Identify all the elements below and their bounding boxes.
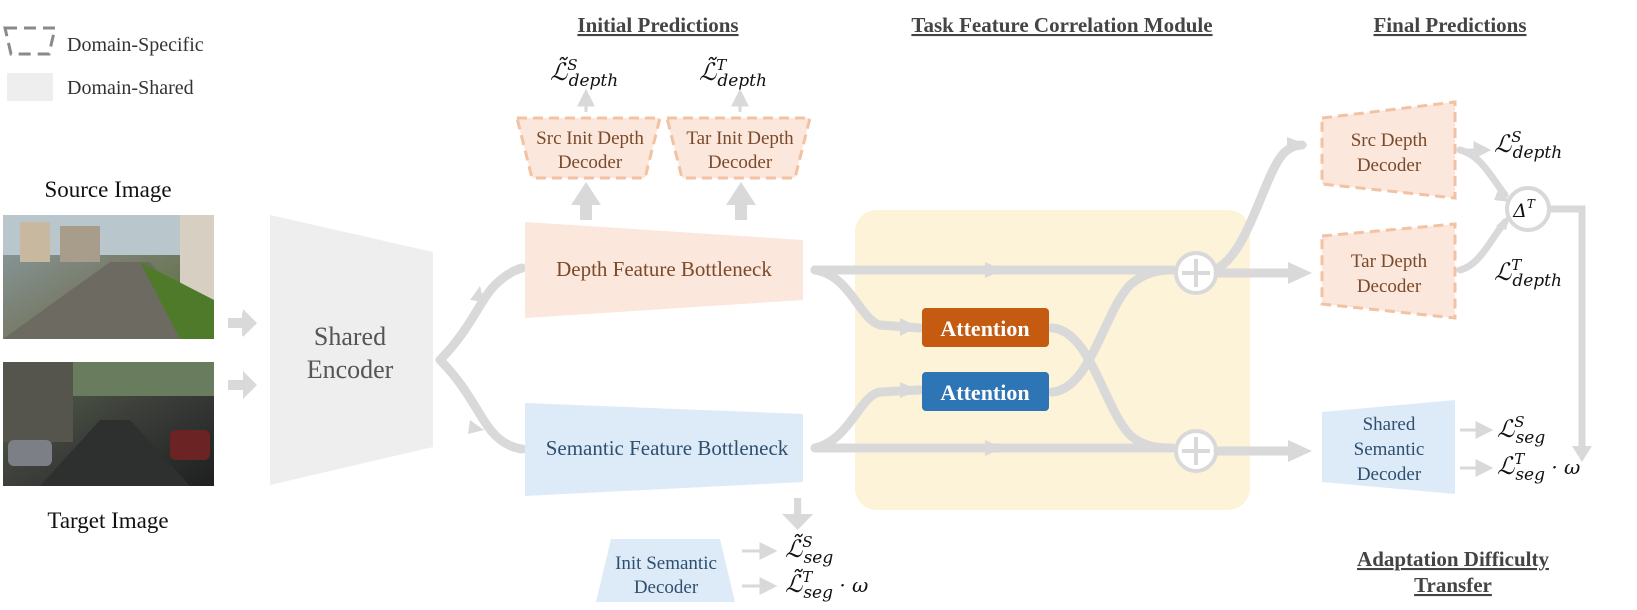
legend-label-domain-specific: Domain-Specific xyxy=(67,34,204,56)
delta-to-seg-loss-line xyxy=(1550,205,1586,452)
init-semantic-decoder-label-1: Init Semantic xyxy=(615,553,717,574)
arrow-to-src-init-decoder xyxy=(571,182,601,220)
shared-semantic-decoder-label-2: Semantic xyxy=(1354,439,1425,460)
target-image-label: Target Image xyxy=(47,508,168,533)
title-final-predictions: Final Predictions xyxy=(1373,13,1526,37)
semantic-feature-bottleneck xyxy=(525,403,803,496)
tfcm-panel xyxy=(855,210,1250,510)
src-init-depth-decoder xyxy=(515,116,662,180)
shared-encoder-label-1: Shared xyxy=(314,322,386,351)
legend: Domain-Specific Domain-Shared xyxy=(3,26,204,101)
plus-circle-top xyxy=(1174,251,1218,295)
delta-input-lines xyxy=(1456,146,1509,274)
attention-label-bottom: Attention xyxy=(940,380,1029,405)
init-semantic-decoder-label-2: Decoder xyxy=(634,577,699,598)
attention-box-top xyxy=(922,308,1049,347)
init-semantic-decoder xyxy=(596,539,735,602)
depth-bottleneck-label: Depth Feature Bottleneck xyxy=(556,257,772,281)
svg-text:ΔT: ΔT xyxy=(1512,197,1536,222)
tar-init-depth-decoder-label-2: Decoder xyxy=(708,152,773,173)
attention-box-bottom xyxy=(922,372,1049,411)
source-image xyxy=(3,215,214,339)
shared-semantic-decoder xyxy=(1322,400,1455,494)
depth-feature-bottleneck xyxy=(525,222,803,318)
image-to-encoder-arrows xyxy=(228,309,257,399)
src-depth-decoder-label-2: Decoder xyxy=(1357,155,1422,176)
arrow-to-init-semantic-decoder xyxy=(782,498,814,530)
tar-init-depth-decoder-label-1: Tar Init Depth xyxy=(686,128,794,149)
plus-circle-bottom xyxy=(1174,429,1218,473)
title-tfcm: Task Feature Correlation Module xyxy=(911,13,1212,37)
src-init-depth-decoder-label-2: Decoder xyxy=(558,152,623,173)
shared-semantic-decoder-label-3: Decoder xyxy=(1357,464,1422,485)
tar-depth-decoder xyxy=(1320,222,1457,320)
src-depth-decoder xyxy=(1320,100,1457,200)
tar-init-depth-decoder xyxy=(665,116,812,180)
shared-encoder-label-2: Encoder xyxy=(307,355,394,384)
semantic-bottleneck-label: Semantic Feature Bottleneck xyxy=(546,436,789,460)
source-image-label: Source Image xyxy=(44,177,171,202)
src-depth-decoder-label-1: Src Depth xyxy=(1351,130,1428,151)
title-adaptation-line2: Transfer xyxy=(1414,573,1492,597)
shared-encoder xyxy=(270,215,433,485)
legend-swatch-domain-specific xyxy=(3,26,57,56)
tar-depth-decoder-label-2: Decoder xyxy=(1357,276,1422,297)
tar-depth-decoder-label-1: Tar Depth xyxy=(1351,251,1428,272)
title-adaptation-line1: Adaptation Difficulty xyxy=(1357,547,1549,571)
target-image xyxy=(3,362,214,486)
src-init-depth-decoder-label-1: Src Init Depth xyxy=(536,128,644,149)
shared-semantic-decoder-label-1: Shared xyxy=(1363,414,1416,435)
title-initial-predictions: Initial Predictions xyxy=(577,13,738,37)
legend-swatch-domain-shared xyxy=(7,73,53,101)
encoder-split-arrows xyxy=(435,263,527,454)
arrow-to-tar-init-decoder xyxy=(726,182,756,220)
legend-label-domain-shared: Domain-Shared xyxy=(67,77,194,99)
delta-node: ΔT xyxy=(1505,186,1551,232)
attention-label-top: Attention xyxy=(940,316,1029,341)
